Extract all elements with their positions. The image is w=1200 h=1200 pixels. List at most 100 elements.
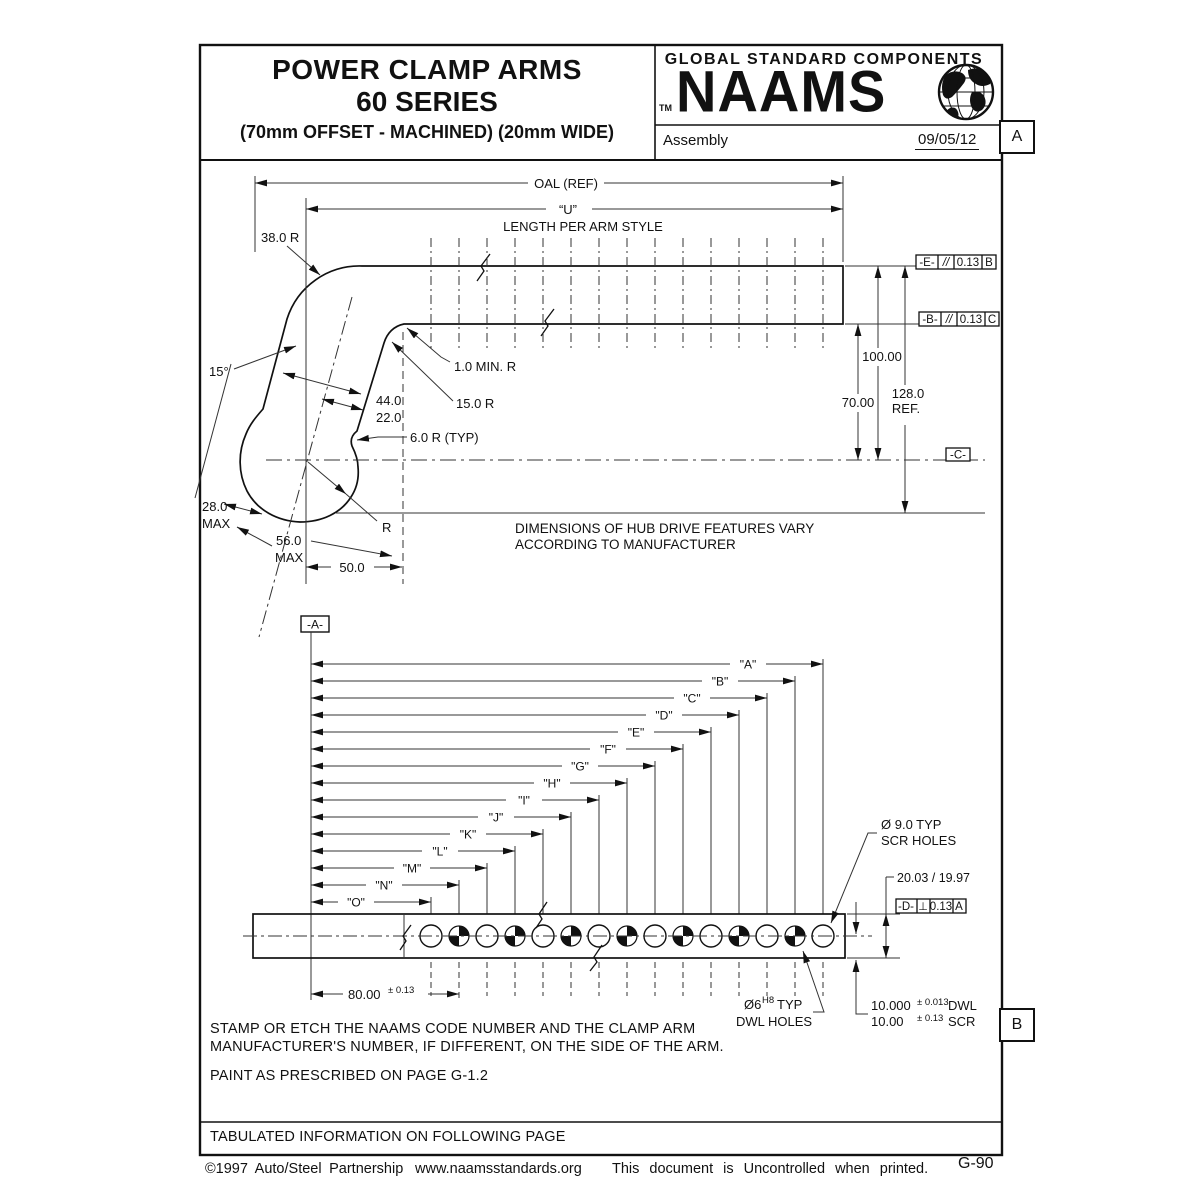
page-number: G-90: [958, 1155, 994, 1172]
svg-text:C: C: [988, 314, 996, 326]
leader-6r: [356, 434, 407, 442]
leader-15r: [391, 341, 454, 402]
leader-radius-r: [307, 461, 378, 522]
datum-c: -C-: [945, 447, 971, 462]
hub-note: DIMENSIONS OF HUB DRIVE FEATURES VARY AC…: [515, 521, 814, 553]
dim-128-label: 128.0: [892, 386, 925, 401]
label-scr-tol: ± 0.13: [917, 1013, 943, 1024]
tabulated-note: TABULATED INFORMATION ON FOLLOWING PAGE: [210, 1129, 566, 1145]
label-dwl-note1a: Ø6: [744, 997, 761, 1012]
leader-15deg: [233, 345, 297, 370]
dim-ladder-label: "O": [347, 896, 365, 910]
leader-38r: [286, 245, 321, 276]
break-marks-plan: [399, 901, 603, 972]
svg-text:-A-: -A-: [307, 618, 323, 632]
brand-tm: TM: [659, 103, 672, 113]
label-22: 22.0: [376, 410, 401, 425]
leader-scr-holes: [830, 832, 877, 924]
subtitle-assembly: Assembly: [663, 132, 729, 149]
dim-ladder-label: "N": [375, 879, 392, 893]
svg-text:-C-: -C-: [950, 450, 966, 462]
dim-ladder-label: "E": [628, 726, 645, 740]
svg-text:⊥: ⊥: [918, 901, 928, 913]
label-dwl-note1b: H8: [762, 995, 774, 1006]
zone-marker-b: B: [999, 1008, 1035, 1042]
label-50: 50.0: [339, 560, 364, 575]
dwl-hole-quadrant: [459, 926, 469, 936]
revision-date: 09/05/12: [915, 131, 980, 150]
dwl-hole-quadrant: [627, 926, 637, 936]
dwl-hole-quadrant: [785, 936, 795, 946]
svg-text:0.13: 0.13: [960, 314, 982, 326]
label-44: 44.0: [376, 393, 401, 408]
page-title-line1: POWER CLAMP ARMS: [272, 54, 582, 85]
leader-min-r: [406, 327, 451, 363]
footer-uncontrolled-note: This document is Uncontrolled when print…: [612, 1161, 929, 1177]
label-scr-note1: Ø 9.0 TYP: [881, 817, 941, 832]
dim-70-label: 70.00: [842, 395, 875, 410]
dim-ladder: "A""B""C""D""E""F""G""H""I""J""K""L""M""…: [311, 238, 824, 914]
label-scr-suffix: SCR: [948, 1014, 975, 1029]
svg-text:B: B: [985, 257, 993, 269]
dim-ladder-label: "C": [683, 692, 700, 706]
globe-icon: [937, 63, 995, 121]
svg-text:-B-: -B-: [922, 314, 938, 326]
plan-view: -A- "A""B""C""D""E""F""G""H""I""J""K""L"…: [243, 238, 977, 1029]
dim-28-56: [194, 363, 393, 558]
dwl-hole-quadrant: [505, 936, 515, 946]
label-radius-r: R: [382, 520, 391, 535]
dwl-hole-quadrant: [571, 926, 581, 936]
page-title-line2: 60 SERIES: [356, 86, 498, 117]
fcf-d: -D- ⊥ 0.13 A: [895, 898, 967, 914]
label-dwl-note1c: TYP: [777, 997, 802, 1012]
dim-ladder-label: "A": [740, 658, 757, 672]
label-56: 56.0: [276, 533, 301, 548]
label-scr-note2: SCR HOLES: [881, 833, 956, 848]
dwl-hole-quadrant: [683, 926, 693, 936]
label-80-tol: ± 0.13: [388, 985, 414, 996]
svg-text:-D-: -D-: [898, 901, 914, 913]
brand-logo-text: NAAMS: [676, 57, 887, 124]
dwl-hole-quadrant: [449, 936, 459, 946]
label-scr-dim: 10.00: [871, 1014, 904, 1029]
svg-text:A: A: [955, 901, 963, 913]
right-dims: [845, 265, 922, 513]
paint-note: PAINT AS PRESCRIBED ON PAGE G-1.2: [210, 1068, 489, 1084]
svg-text:0.13: 0.13: [930, 901, 952, 913]
label-dwl-tol: ± 0.013: [917, 997, 949, 1008]
dim-ladder-label: "L": [432, 845, 447, 859]
dim-u-label: “U”: [559, 202, 577, 217]
page-frame: [198, 43, 1004, 1157]
label-dwl-suffix: DWL: [948, 998, 977, 1013]
zone-marker-a: A: [999, 120, 1035, 154]
datum-a: -A-: [300, 615, 330, 633]
dim-ladder-label: "D": [655, 709, 672, 723]
label-15r: 15.0 R: [456, 396, 494, 411]
dwl-hole-quadrant: [617, 936, 627, 946]
hub-note-line2: ACCORDING TO MANUFACTURER: [515, 537, 736, 552]
break-marks-top: [476, 253, 555, 337]
dim-oal: [254, 176, 844, 262]
label-28: 28.0: [202, 499, 227, 514]
dwl-hole-quadrant: [673, 936, 683, 946]
hole-row: [419, 924, 835, 1002]
dim-ladder-label: "G": [571, 760, 589, 774]
dim-ladder-label: "B": [712, 675, 729, 689]
label-80: 80.00: [348, 987, 381, 1002]
dim-ladder-label: "H": [543, 777, 560, 791]
stamp-note-line2: MANUFACTURER'S NUMBER, IF DIFFERENT, ON …: [210, 1039, 724, 1055]
dim-44-22: [282, 372, 364, 411]
dim-128-ref-label: REF.: [892, 401, 920, 416]
svg-text:0.13: 0.13: [957, 257, 979, 269]
label-38r: 38.0 R: [261, 230, 299, 245]
dim-ladder-label: "K": [460, 828, 477, 842]
label-6r: 6.0 R (TYP): [410, 430, 479, 445]
svg-text://: //: [945, 314, 954, 326]
fcf-e: -E- // 0.13 B: [915, 254, 997, 270]
page-title-line3: (70mm OFFSET - MACHINED) (20mm WIDE): [239, 122, 615, 142]
label-15deg: 15°: [209, 364, 229, 379]
dim-ladder-label: "J": [489, 811, 504, 825]
stamp-note-line1: STAMP OR ETCH THE NAAMS CODE NUMBER AND …: [210, 1021, 696, 1037]
dwl-hole-quadrant: [729, 936, 739, 946]
